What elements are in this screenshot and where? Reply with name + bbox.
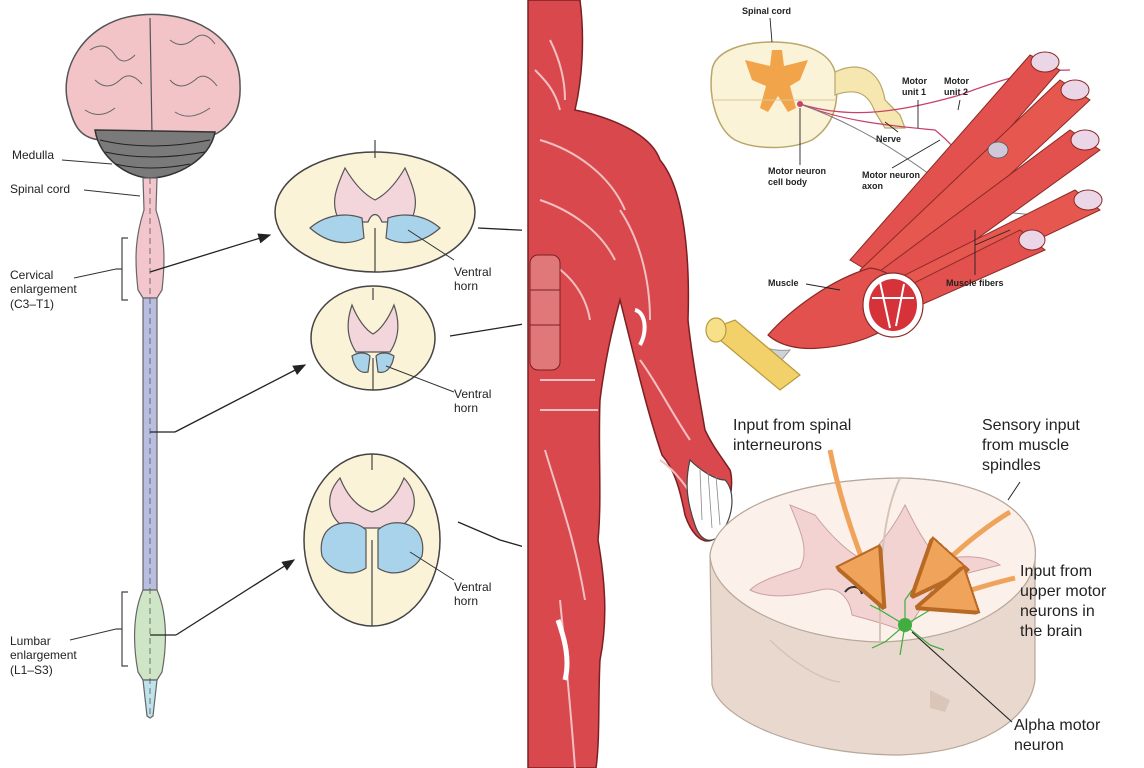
label-muscle: Muscle [768,278,799,288]
cross-section-lumbar [303,453,441,627]
label-cervical-enlargement: Cervical enlargement (C3–T1) [10,268,77,311]
cross-section-thoracic [310,285,436,391]
label-ventral-horn-3: Ventral horn [454,580,492,609]
label-motor-neuron-axon: Motor neuron axon [862,170,920,191]
muscular-body-figure [522,0,733,768]
label-motor-unit-1: Motor unit 1 [902,76,927,97]
label-lumbar-enlargement: Lumbar enlargement (L1–S3) [10,634,77,677]
motor-unit-illustration [705,41,1103,391]
brain [65,13,241,179]
label-mu-spinal-cord: Spinal cord [742,6,792,16]
label-ventral-horn-2: Ventral horn [454,387,492,416]
label-spinal-cord: Spinal cord [10,182,71,196]
cross-section-cervical [274,140,476,273]
label-upper-motor-input: Input from upper motor neurons in the br… [1020,563,1107,640]
label-input-spinal-interneurons: Input from spinal interneurons [733,417,852,454]
label-motor-unit-2: Motor unit 2 [944,76,969,97]
label-nerve: Nerve [876,134,902,144]
label-alpha-motor-neuron: Alpha motor neuron [1014,717,1101,754]
spinal-cord-column [116,177,167,719]
label-muscle-fibers: Muscle fibers [946,278,1004,288]
label-medulla: Medulla [12,148,55,162]
label-sensory-input: Sensory input from muscle spindles [982,417,1080,474]
spinal-cord-cross-section-3d [709,477,1036,756]
label-motor-neuron-cell-body: Motor neuron cell body [768,166,826,187]
label-ventral-horn-1: Ventral horn [454,265,492,294]
